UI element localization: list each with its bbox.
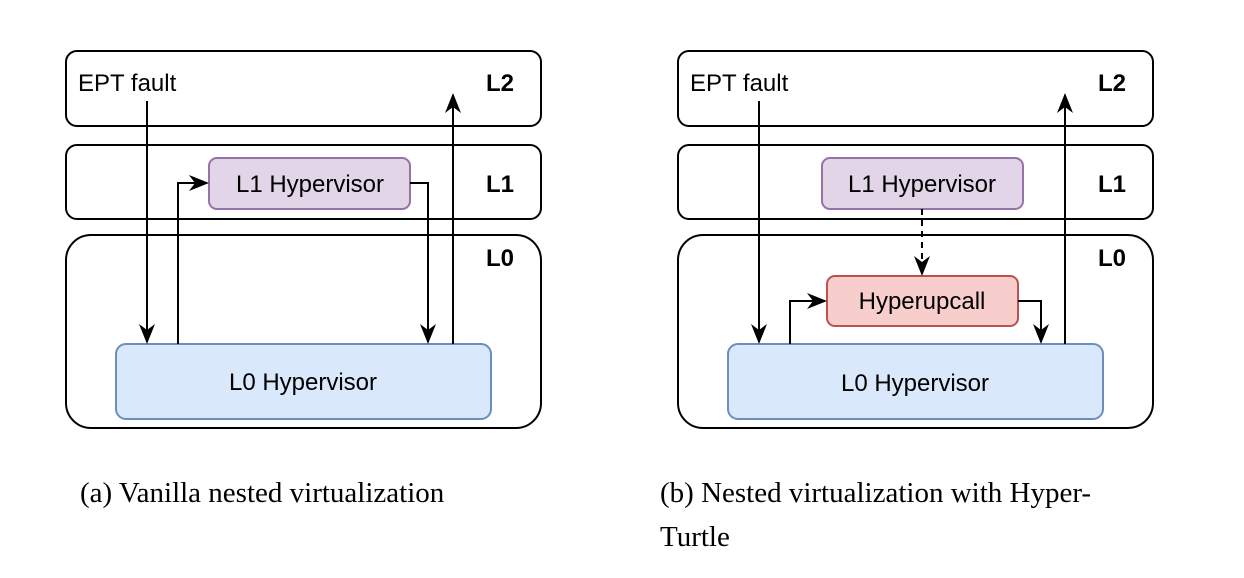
arrow-hyperupcall-to-l0 [1018,300,1049,344]
layer-l0 [65,234,542,429]
l2-label: L2 [1098,70,1126,97]
arrow-l1-to-l0 [410,182,436,344]
layer-l2 [65,50,542,127]
ept-fault-label: EPT fault [690,70,789,97]
panel-b: EPT fault L2 L1 L0 L1 Hypervisor Hyperup… [660,50,1154,553]
hyperupcall-label: Hyperupcall [859,288,986,315]
layer-l0 [677,234,1154,429]
layer-l1 [65,144,542,220]
caption-b-line2: Turtle [660,521,730,553]
l1-label: L1 [486,171,514,198]
l0-hypervisor-box [727,343,1104,420]
layer-l1 [677,144,1154,220]
arrow-l0-to-hyperupcall [789,293,827,344]
l1-hypervisor-label: L1 Hypervisor [848,171,996,198]
l0-hypervisor-box [115,343,492,420]
l1-label: L1 [1098,171,1126,198]
layer-l2 [677,50,1154,127]
l2-label: L2 [486,70,514,97]
l0-label: L0 [486,245,514,272]
l1-hypervisor-label: L1 Hypervisor [236,171,384,198]
caption-a: (a) Vanilla nested virtualization [80,477,445,509]
caption-b-line1: (b) Nested virtualization with Hyper- [660,477,1091,509]
l0-label: L0 [1098,245,1126,272]
l0-hypervisor-label: L0 Hypervisor [841,370,989,397]
ept-fault-label: EPT fault [78,70,177,97]
l0-hypervisor-label: L0 Hypervisor [229,369,377,396]
panel-a: EPT fault L2 L1 L0 L1 Hypervisor L0 Hype… [65,50,542,509]
arrow-l0-to-l1 [177,175,209,344]
